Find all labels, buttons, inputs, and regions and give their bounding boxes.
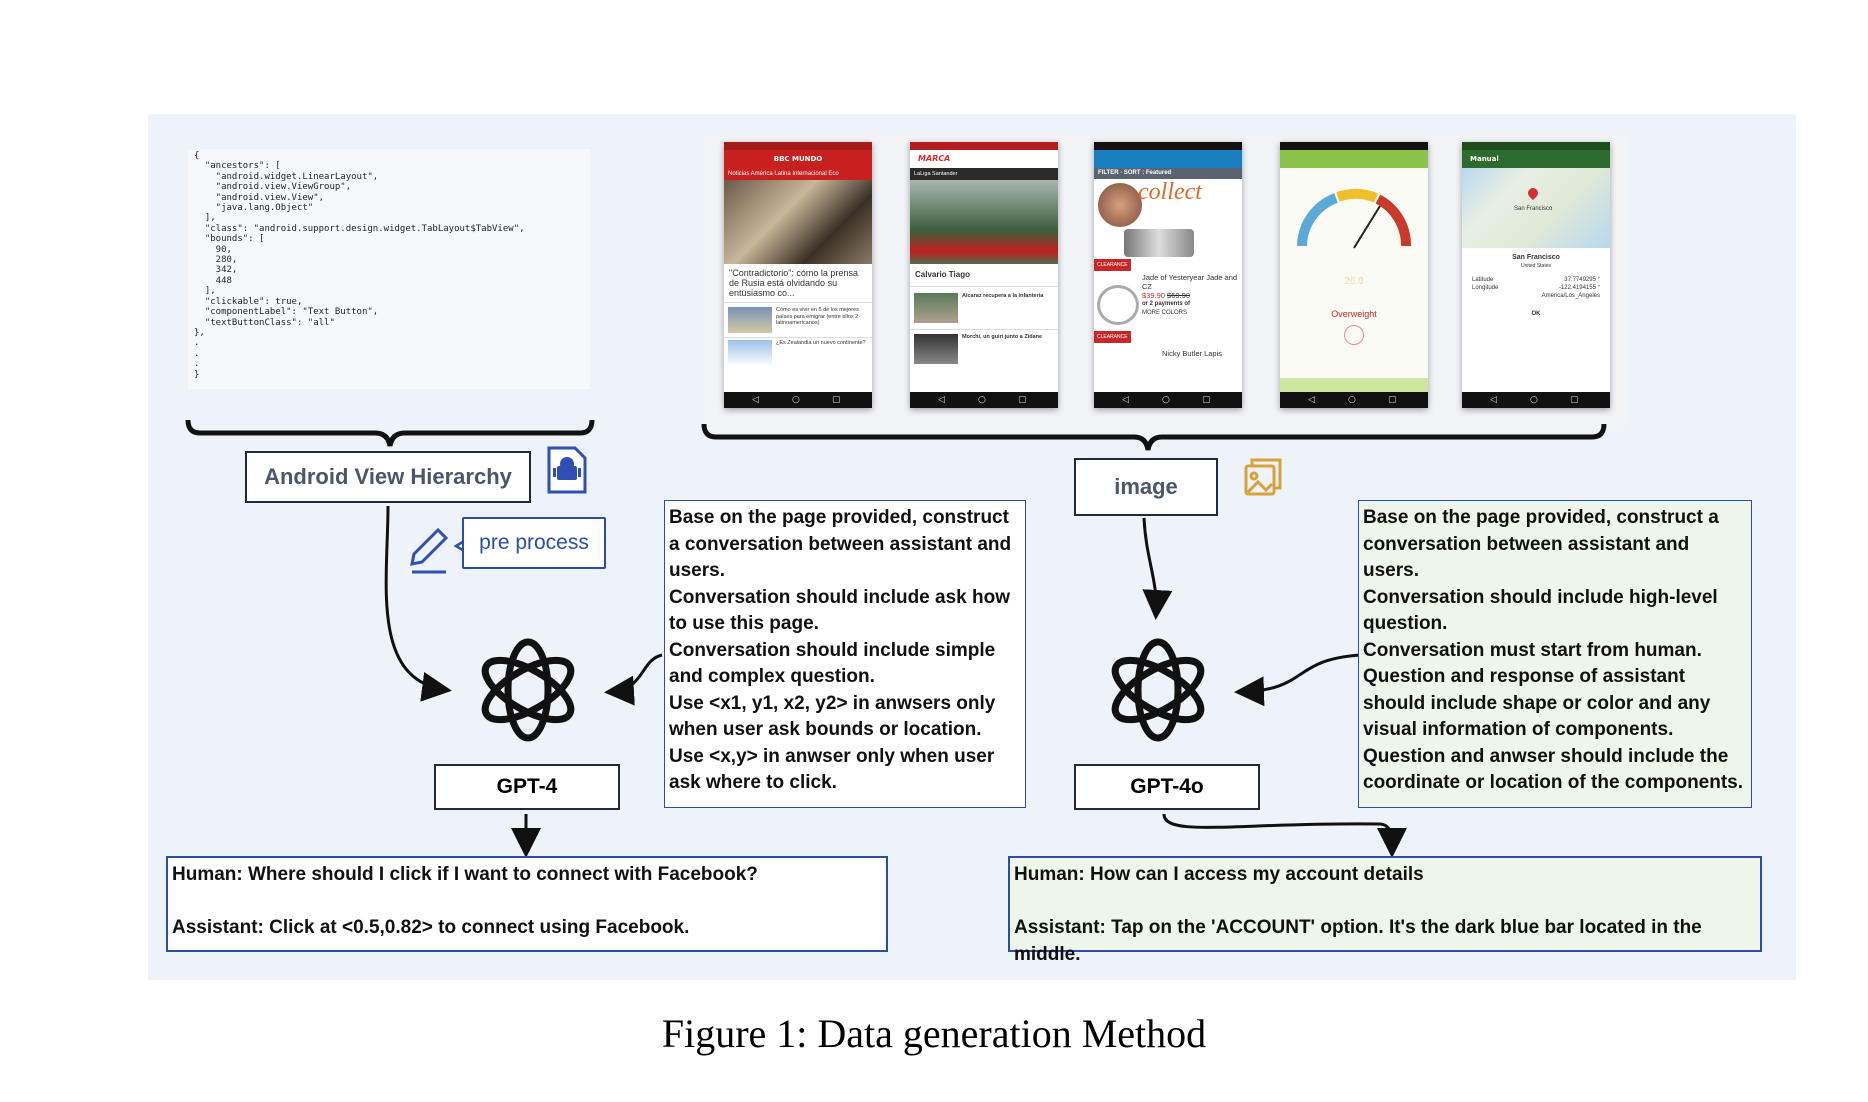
arrow-prompt-to-gpt4	[604, 653, 663, 706]
app-title: BBC MUNDO	[724, 150, 872, 168]
arrow-image-to-gpt4o	[1142, 517, 1173, 620]
gpt4-prompt: Base on the page provided, construct a c…	[664, 500, 1026, 808]
thumb	[728, 340, 772, 366]
headline: Calvario Tiago	[915, 270, 970, 279]
headline: "Contradictorio": cómo la prensa de Rusi…	[729, 268, 858, 298]
right-brace	[701, 423, 1607, 451]
jewelry-photo	[1124, 229, 1194, 257]
news-item: Morchi, un guiri junto a Zidane	[962, 334, 1043, 340]
gpt4-label: GPT-4	[434, 764, 620, 810]
json-snippet: { "ancestors": [ "android.widget.LinearL…	[194, 151, 525, 380]
pencil-icon	[410, 527, 449, 574]
bmi-gauge	[1297, 188, 1412, 249]
gpt4o-output-conversation: Human: How can I access my account detai…	[1008, 856, 1762, 965]
android-file-icon	[547, 446, 587, 494]
image-label: image	[1074, 458, 1218, 516]
lon-label: Longitude	[1472, 285, 1499, 291]
view-hierarchy-json: { "ancestors": [ "android.widget.LinearL…	[188, 149, 590, 389]
lon-value: -122.4194155 °	[1558, 285, 1600, 291]
gpt4-output-conversation: Human: Where should I click if I want to…	[166, 856, 888, 952]
app-toolbar	[1280, 150, 1428, 168]
thumb	[914, 334, 958, 364]
bmi-status: Overweight	[1331, 309, 1377, 319]
thumb	[728, 307, 772, 333]
thumb	[914, 293, 958, 323]
arrow-gpt4o-to-output	[1162, 813, 1407, 858]
screenshot-map: Manual San Francisco San Francisco Unite…	[1462, 142, 1610, 408]
app-title: MARCA	[910, 150, 1058, 168]
openai-logo-icon	[481, 638, 575, 742]
news-item: ¿Es Zealandia un nuevo continente?	[776, 340, 866, 346]
city-name: San Francisco	[1512, 254, 1560, 261]
model-photo	[1098, 183, 1142, 227]
filter-bar: FILTER · SORT : Featured	[1094, 168, 1242, 179]
bmi-value: 26.0	[1344, 276, 1364, 287]
screenshot-marca: MARCA LaLiga Santander Calvario Tiago Al…	[910, 142, 1058, 408]
ring-photo	[1097, 285, 1139, 325]
clearance-badge: CLEARANCE	[1094, 331, 1131, 343]
screenshot-bbc-mundo: BBC MUNDO Noticias América Latina Intern…	[724, 142, 872, 408]
product-name: Nicky Butler Lapis	[1162, 349, 1223, 358]
android-view-hierarchy-label: Android View Hierarchy	[245, 451, 531, 503]
app-title: Manual	[1462, 150, 1610, 168]
gpt4o-prompt: Base on the page provided, construct a c…	[1358, 500, 1752, 808]
map-label: San Francisco	[1514, 206, 1553, 212]
screenshot-bmi: 26.0 Overweight ◁○▢	[1280, 142, 1428, 408]
arrow-prompt-to-gpt4o	[1234, 653, 1361, 707]
app-toolbar	[1094, 150, 1242, 168]
openai-logo-icon	[1111, 638, 1205, 742]
arrow-hierarchy-to-gpt4	[384, 505, 452, 702]
news-item: Alcaraz recupera a la infantería	[962, 293, 1044, 299]
old-price: $69.90	[1167, 291, 1190, 300]
map-view[interactable]: San Francisco	[1462, 168, 1610, 248]
pre-process-label: pre process	[462, 517, 606, 569]
price: $39.90	[1142, 291, 1165, 300]
news-photo	[724, 180, 872, 264]
news-photo	[910, 180, 1058, 264]
installments: or 2 payments of	[1142, 301, 1191, 307]
tab-strip: LaLiga Santander	[910, 168, 1058, 180]
left-brace	[185, 419, 595, 447]
clearance-badge: CLEARANCE	[1094, 259, 1131, 271]
bottom-bar	[1280, 378, 1428, 392]
gpt4o-label: GPT-4o	[1074, 764, 1260, 810]
country-name: United States	[1520, 263, 1552, 269]
lat-value: 37.7749295 °	[1564, 277, 1600, 283]
product-name: Jade of Yesteryear Jade and CZ	[1142, 273, 1238, 291]
info-icon	[1344, 325, 1364, 345]
screenshot-shop: FILTER · SORT : Featured collect CLEARAN…	[1094, 142, 1242, 408]
lat-label: Latitude	[1472, 277, 1494, 283]
figure-caption: Figure 1: Data generation Method	[661, 1011, 1207, 1056]
timezone: America/Los_Angeles	[1541, 293, 1600, 299]
tab-strip: Noticias América Latina Internacional Ec…	[724, 168, 872, 180]
more-colors: MORE COLORS	[1142, 310, 1188, 316]
ok-button[interactable]: OK	[1531, 311, 1541, 317]
image-icon	[1244, 458, 1282, 496]
news-item: Cómo es vivir en 5 de los mejores países…	[776, 307, 859, 326]
